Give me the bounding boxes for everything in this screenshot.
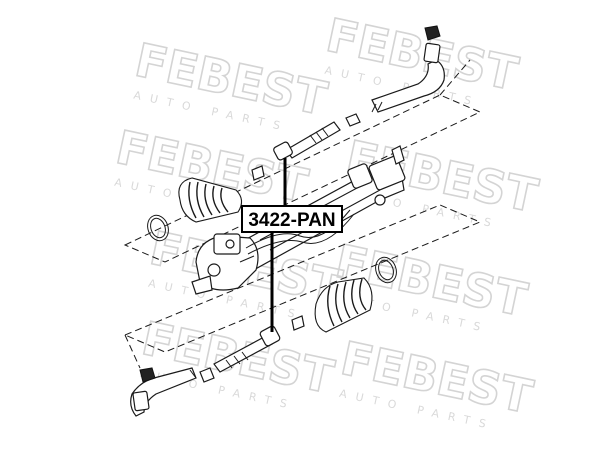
upper-boot-clamp	[147, 214, 169, 242]
part-number-label: 3422-PAN	[248, 210, 335, 231]
lower-boot-clamp	[375, 256, 397, 284]
watermark-bottom-left: FEBEST AUTO PARTS	[137, 310, 340, 412]
watermark-bottom-right: FEBEST AUTO PARTS	[336, 330, 539, 432]
upper-small-clip	[251, 165, 265, 181]
upper-boot	[178, 177, 243, 223]
lower-plane-extension	[124, 334, 141, 369]
upper-inner-tie-rod	[273, 121, 341, 161]
lower-boot	[314, 277, 373, 333]
watermark-top-left: FEBEST AUTO PARTS	[130, 32, 333, 134]
lower-assembly-plane	[123, 204, 482, 353]
upper-plane-extension	[439, 59, 471, 96]
lower-lock-nut	[199, 367, 215, 383]
lower-small-clip	[291, 315, 305, 331]
part-number-box	[241, 205, 343, 233]
lower-tie-rod-end	[130, 367, 197, 417]
upper-assembly-plane	[123, 94, 482, 263]
upper-lock-nut	[345, 113, 361, 127]
pinion-valve-body	[191, 233, 259, 295]
lower-inner-tie-rod	[213, 325, 281, 373]
watermark-top-right: FEBEST AUTO PARTS	[321, 7, 524, 109]
part-number-callout: 3422-PAN	[241, 205, 343, 233]
upper-tie-rod-end	[371, 25, 445, 113]
